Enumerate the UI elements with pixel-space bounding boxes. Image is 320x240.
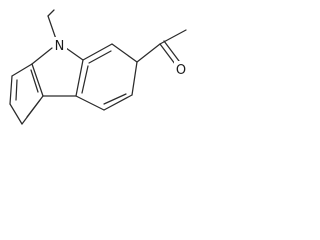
structure-diagram: N O [9,9,188,125]
right-benzene-ring [75,43,138,111]
bond-right-inner-1 [88,50,112,64]
nitrogen-label: N [55,39,65,54]
bond-carbonyl-oxygen-a [159,43,176,65]
bond-ethyl-ch2-ch3 [47,9,55,17]
bond-left-3 [9,103,23,125]
bond-left-5 [31,63,44,97]
bond-ring-carbonyl [136,43,161,63]
bond-carbonyl-oxygen-b [163,40,180,62]
bond-right-6 [75,59,84,97]
bond-left-1 [11,63,33,77]
bond-n-c8a [65,47,84,61]
bond-left-inner-1 [15,79,18,101]
acetyl-group [136,29,187,65]
bond-right-2 [111,43,138,63]
bond-left-inner-3 [30,69,39,93]
left-benzene-ring [9,63,44,125]
nitrogen-label-bg [53,37,67,53]
bond-right-inner-2 [103,93,127,105]
bond-n-c1 [31,47,53,65]
bond-right-inner-3 [81,65,89,94]
bond-left-2 [9,75,13,105]
bond-right-1 [82,43,113,61]
bond-right-4 [103,94,133,111]
bond-left-inner-2 [26,99,41,118]
pyrrole-ring [31,47,84,97]
oxygen-label: O [176,63,186,78]
oxygen-label-bg [174,61,188,77]
bond-right-5 [75,95,105,111]
bond-right-3 [131,61,138,96]
